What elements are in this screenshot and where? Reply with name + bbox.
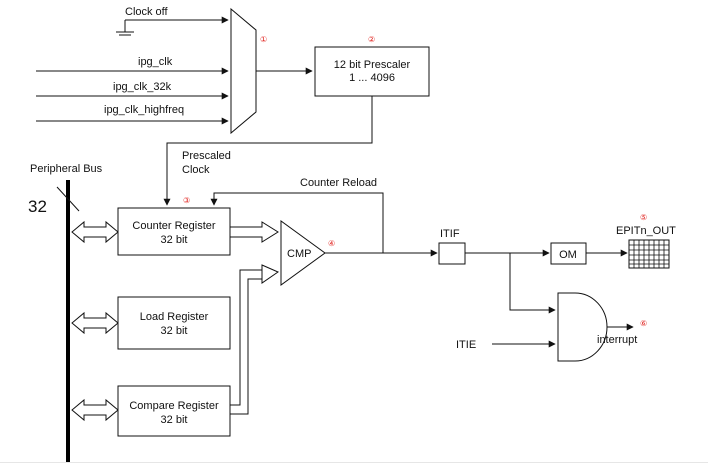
bottom-divider — [0, 462, 708, 463]
epit-out-label: EPITn_OUT — [616, 225, 676, 237]
epit-out-pin-grid — [628, 239, 670, 269]
clock-off-input: Clock off — [116, 6, 229, 36]
clock-off-label: Clock off — [125, 6, 169, 18]
itie-label: ITIE — [456, 339, 476, 351]
compare-register-label: Compare Register — [129, 400, 219, 412]
load-register-box — [117, 296, 231, 350]
ipg-clk-32k-label: ipg_clk_32k — [113, 81, 172, 93]
prescaler-range: 1 ... 4096 — [349, 72, 395, 84]
marker-6: ⑥ — [640, 319, 647, 328]
peripheral-bus-label: Peripheral Bus — [30, 163, 103, 175]
prescaler-label: 12 bit Prescaler — [334, 59, 411, 71]
marker-5: ⑤ — [640, 213, 647, 222]
ipg-clk-highfreq-input: ipg_clk_highfreq — [36, 104, 229, 125]
bus-counter-arrow — [71, 220, 119, 244]
counter-register-label: Counter Register — [132, 220, 215, 232]
compare-register-width: 32 bit — [161, 414, 188, 426]
ipg-clk-highfreq-label: ipg_clk_highfreq — [104, 104, 184, 116]
clock-mux — [230, 7, 257, 135]
bus-width-slash — [56, 186, 80, 212]
interrupt-and-gate — [557, 292, 608, 362]
counter-reload-label: Counter Reload — [300, 177, 377, 189]
bus-load-arrow — [71, 311, 119, 335]
cmp-comparator — [280, 220, 326, 286]
ipg-clk-label: ipg_clk — [138, 56, 173, 68]
compare-to-cmp-arrow — [261, 264, 280, 284]
marker-4: ④ — [328, 239, 335, 248]
ipg-clk-32k-input: ipg_clk_32k — [36, 81, 229, 100]
counter-register-box — [117, 207, 231, 256]
counter-register-width: 32 bit — [161, 234, 188, 246]
prescaler-box — [314, 46, 430, 97]
compare-register-box — [117, 385, 231, 437]
ipg-clk-input: ipg_clk — [36, 56, 229, 75]
prescaled-clock-label: Prescaled — [182, 150, 231, 162]
prescaled-clock-label-2: Clock — [182, 164, 210, 176]
interrupt-label: interrupt — [597, 334, 637, 346]
load-register-width: 32 bit — [161, 325, 188, 337]
om-label: OM — [559, 249, 577, 261]
marker-2: ② — [368, 35, 375, 44]
marker-3: ③ — [183, 196, 190, 205]
load-register-label: Load Register — [140, 311, 209, 323]
counter-to-cmp-arrow — [229, 221, 279, 243]
bus-width-label: 32 — [28, 197, 47, 216]
cmp-label: CMP — [287, 248, 311, 260]
marker-1: ① — [260, 35, 267, 44]
itif-label: ITIF — [440, 228, 460, 240]
bus-compare-arrow — [71, 398, 119, 422]
itif-box — [438, 242, 466, 265]
